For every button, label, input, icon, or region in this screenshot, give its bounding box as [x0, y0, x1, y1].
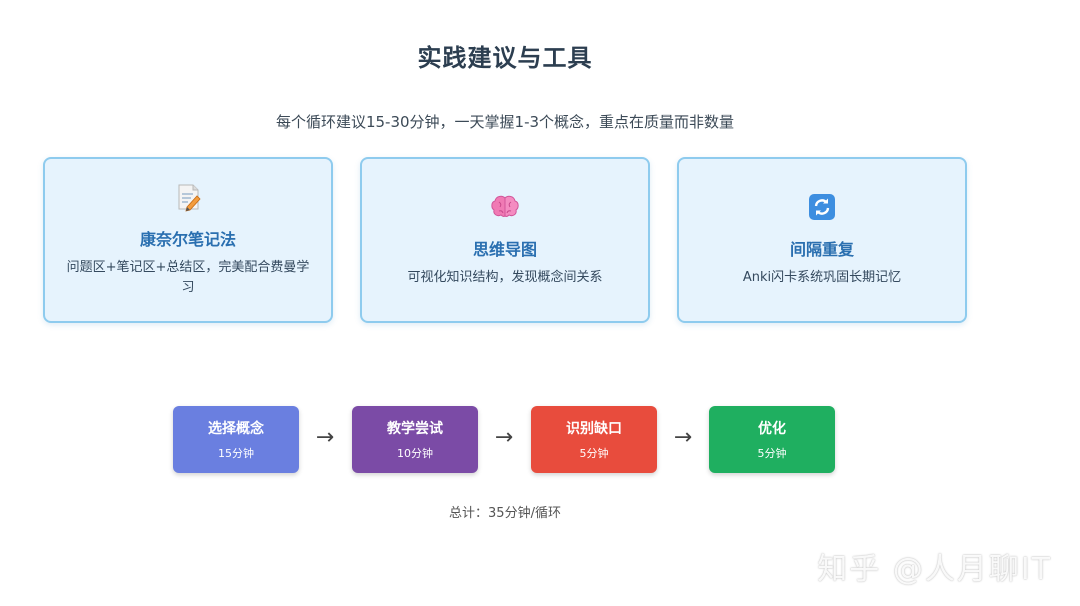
step-time: 5分钟: [757, 447, 787, 460]
watermark: 知乎 @人月聊IT: [817, 552, 1052, 587]
flow-total: 总计：35分钟/循环: [449, 506, 561, 521]
flow-step-optimize: 优化 5分钟: [709, 406, 835, 473]
card-description: 问题区+笔记区+总结区，完美配合费曼学习: [66, 260, 310, 295]
card-mind-map: 思维导图 可视化知识结构，发现概念间关系: [360, 157, 650, 323]
step-label: 教学尝试: [387, 421, 443, 437]
step-label: 识别缺口: [566, 421, 622, 437]
card-title: 思维导图: [472, 240, 537, 259]
step-label: 优化: [758, 421, 786, 437]
flow-step-choose-concept: 选择概念 15分钟: [173, 406, 299, 473]
card-spaced-repetition: 间隔重复 Anki闪卡系统巩固长期记忆: [677, 157, 967, 323]
card-description: Anki闪卡系统巩固长期记忆: [742, 270, 902, 285]
flow-step-teaching-attempt: 教学尝试 10分钟: [352, 406, 478, 473]
step-time: 5分钟: [579, 447, 609, 460]
flow-arrow: →: [494, 425, 514, 450]
flow-arrow: →: [673, 425, 693, 450]
card-title: 康奈尔笔记法: [139, 230, 236, 249]
refresh-arrows-icon: [809, 194, 835, 220]
page-subtitle: 每个循环建议15-30分钟，一天掌握1-3个概念，重点在质量而非数量: [275, 113, 735, 131]
card-cornell-notes: 康奈尔笔记法 问题区+笔记区+总结区，完美配合费曼学习: [43, 157, 333, 323]
flow-arrow: →: [315, 425, 335, 450]
card-description: 可视化知识结构，发现概念间关系: [407, 270, 603, 285]
memo-pencil-icon: [178, 184, 201, 212]
page-title: 实践建议与工具: [417, 44, 593, 72]
brain-icon: [491, 195, 519, 217]
step-label: 选择概念: [208, 421, 264, 437]
flow-step-identify-gap: 识别缺口 5分钟: [531, 406, 657, 473]
card-title: 间隔重复: [789, 240, 854, 259]
step-time: 15分钟: [218, 447, 254, 460]
step-time: 10分钟: [397, 447, 433, 460]
